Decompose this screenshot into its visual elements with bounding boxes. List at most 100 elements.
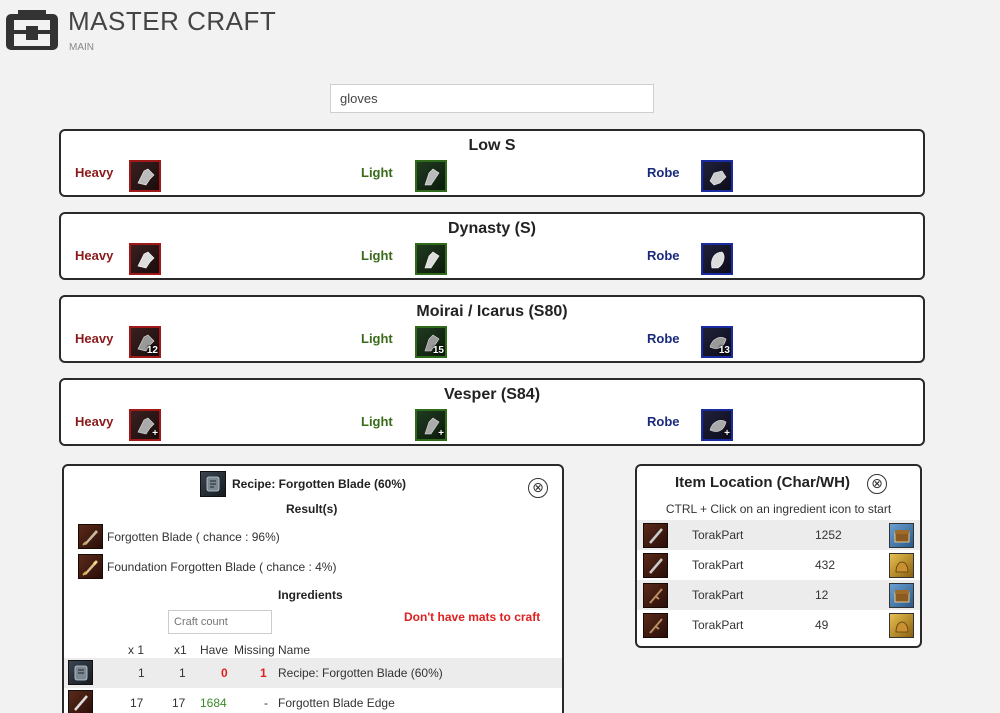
ingredient-qty: 17: [130, 696, 144, 710]
location-item-count: 12: [815, 588, 829, 602]
robe-gloves-icon[interactable]: [701, 243, 733, 275]
heavy-label: Heavy: [75, 248, 114, 263]
recipe-scroll-icon[interactable]: [68, 660, 93, 685]
master-craft-logo-icon: [4, 8, 60, 52]
ingredients-heading: Ingredients: [278, 588, 343, 602]
chest-icon: [889, 523, 914, 548]
no-mats-warning: Don't have mats to craft: [404, 610, 541, 624]
enchant-badge: 15: [432, 345, 444, 356]
location-item-count: 1252: [815, 528, 842, 542]
app-title: MASTER CRAFT: [68, 6, 277, 36]
light-label: Light: [361, 165, 393, 180]
robe-gloves-icon[interactable]: +: [701, 409, 733, 441]
torak-part-icon: [643, 613, 668, 638]
blade-icon[interactable]: [78, 554, 103, 579]
grade-row-moirai-icarus: Moirai / Icarus (S80) Heavy 12 Light 15 …: [59, 295, 925, 363]
grade-title: Dynasty (S): [447, 220, 537, 237]
light-gloves-icon[interactable]: [415, 160, 447, 192]
robe-gloves-icon[interactable]: [701, 160, 733, 192]
location-item-count: 432: [815, 558, 836, 572]
grade-row-low-s: Low S Heavy Light Robe: [59, 129, 925, 197]
result-label: Foundation Forgotten Blade ( chance : 4%…: [107, 559, 337, 574]
ingredient-have: 0: [221, 666, 228, 680]
torak-part-icon: [643, 553, 668, 578]
search-input[interactable]: [330, 84, 654, 113]
close-location-button[interactable]: ⊗: [867, 474, 887, 494]
col-header-name: Name: [278, 643, 311, 657]
location-item-name: TorakPart: [692, 558, 744, 572]
result-item: Foundation Forgotten Blade ( chance : 4%…: [78, 554, 336, 579]
blade-icon[interactable]: [78, 524, 103, 549]
robe-gloves-icon[interactable]: 13: [701, 326, 733, 358]
plus-badge: +: [438, 428, 444, 439]
location-item-name: TorakPart: [692, 528, 744, 542]
results-heading: Result(s): [286, 502, 338, 516]
heavy-label: Heavy: [75, 414, 114, 429]
recipe-header: Recipe: Forgotten Blade (60%): [200, 471, 406, 497]
recipe-title: Recipe: Forgotten Blade (60%): [232, 477, 407, 491]
col-header-qty: x 1: [128, 643, 145, 657]
close-recipe-button[interactable]: ⊗: [528, 478, 548, 498]
location-row[interactable]: TorakPart 432: [637, 550, 920, 580]
result-label: Forgotten Blade ( chance : 96%): [107, 529, 280, 544]
ingredient-total: 17: [172, 696, 186, 710]
light-label: Light: [361, 248, 393, 263]
recipe-panel: Recipe: Forgotten Blade (60%) ⊗ Result(s…: [62, 464, 564, 713]
light-label: Light: [361, 414, 393, 429]
light-gloves-icon[interactable]: +: [415, 409, 447, 441]
col-header-total: x1: [174, 643, 187, 657]
location-item-name: TorakPart: [692, 618, 744, 632]
heavy-label: Heavy: [75, 165, 114, 180]
robe-label: Robe: [647, 414, 680, 429]
ingredient-row: 17 17 1684 - Forgotten Blade Edge: [64, 688, 562, 713]
bag-icon: [889, 613, 914, 638]
item-location-hint: CTRL + Click on an ingredient icon to st…: [665, 502, 892, 516]
app-subtitle: MAIN: [69, 42, 94, 53]
result-item: Forgotten Blade ( chance : 96%): [78, 524, 280, 549]
grade-title: Moirai / Icarus (S80): [416, 303, 568, 320]
plus-badge: +: [152, 428, 158, 439]
recipe-scroll-icon[interactable]: [200, 471, 226, 497]
grade-row-vesper: Vesper (S84) Heavy + Light + Robe +: [59, 378, 925, 446]
plus-badge: +: [724, 428, 730, 439]
light-gloves-icon[interactable]: [415, 243, 447, 275]
ingredient-qty: 1: [138, 666, 145, 680]
robe-label: Robe: [647, 248, 680, 263]
ingredient-missing: -: [264, 696, 268, 710]
grade-title: Vesper (S84): [443, 386, 541, 403]
light-label: Light: [361, 331, 393, 346]
craft-count-input[interactable]: [168, 610, 272, 634]
col-header-have: Have: [200, 643, 229, 657]
location-row[interactable]: TorakPart 12: [637, 580, 920, 610]
item-location-panel: Item Location (Char/WH) ⊗ CTRL + Click o…: [635, 464, 922, 648]
heavy-gloves-icon[interactable]: 12: [129, 326, 161, 358]
location-row[interactable]: TorakPart 1252: [637, 520, 920, 550]
ingredient-name: Forgotten Blade Edge: [278, 696, 395, 710]
bag-icon: [889, 553, 914, 578]
location-item-name: TorakPart: [692, 588, 744, 602]
grade-row-dynasty: Dynasty (S) Heavy Light Robe: [59, 212, 925, 280]
blade-edge-icon[interactable]: [68, 690, 93, 713]
chest-icon: [889, 583, 914, 608]
item-location-title: Item Location (Char/WH): [675, 474, 850, 491]
location-item-count: 49: [815, 618, 829, 632]
heavy-gloves-icon[interactable]: [129, 160, 161, 192]
ingredient-total: 1: [179, 666, 186, 680]
torak-part-icon: [643, 583, 668, 608]
ingredient-row: 1 1 0 1 Recipe: Forgotten Blade (60%): [64, 658, 562, 688]
ingredient-missing: 1: [260, 666, 267, 680]
location-row[interactable]: TorakPart 49: [637, 610, 920, 640]
enchant-badge: 13: [718, 345, 730, 356]
heavy-gloves-icon[interactable]: [129, 243, 161, 275]
heavy-label: Heavy: [75, 331, 114, 346]
grade-title: Low S: [468, 137, 516, 154]
robe-label: Robe: [647, 165, 680, 180]
col-header-missing: Missing: [234, 643, 275, 657]
light-gloves-icon[interactable]: 15: [415, 326, 447, 358]
robe-label: Robe: [647, 331, 680, 346]
torak-part-icon: [643, 523, 668, 548]
ingredient-have: 1684: [200, 696, 227, 710]
heavy-gloves-icon[interactable]: +: [129, 409, 161, 441]
enchant-badge: 12: [146, 345, 158, 356]
ingredient-name: Recipe: Forgotten Blade (60%): [278, 666, 443, 680]
